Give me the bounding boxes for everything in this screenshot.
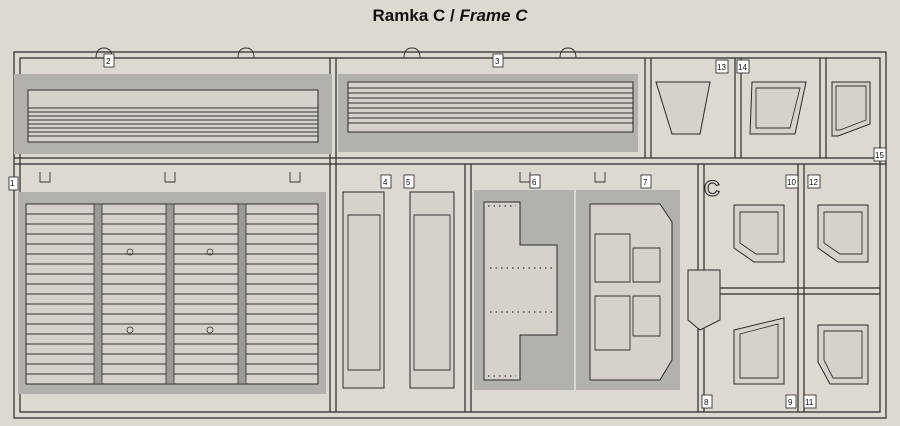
svg-text:9: 9 <box>788 398 793 407</box>
frame-title-english: Frame C <box>459 6 528 25</box>
part-15 <box>831 81 871 137</box>
svg-text:8: 8 <box>704 398 709 407</box>
part-3 <box>338 74 638 152</box>
part-9 <box>733 317 785 385</box>
sprue-gates <box>39 47 606 183</box>
label-15: 15 <box>873 147 887 162</box>
svg-text:6: 6 <box>532 178 537 187</box>
part-11 <box>817 324 869 385</box>
label-7: 7 <box>640 174 652 189</box>
svg-text:15: 15 <box>875 151 884 160</box>
part-10 <box>733 204 785 263</box>
label-6: 6 <box>529 174 541 189</box>
part-7 <box>576 190 680 390</box>
label-11: 11 <box>803 394 817 409</box>
part-6 <box>474 190 574 390</box>
frame-title-polish: Ramka C <box>372 6 446 25</box>
part-8 <box>687 269 721 331</box>
part-2 <box>14 74 332 154</box>
part-4 <box>342 191 385 389</box>
part-5 <box>409 191 455 389</box>
part-12 <box>817 204 869 263</box>
svg-text:7: 7 <box>643 178 648 187</box>
svg-text:12: 12 <box>809 178 818 187</box>
part-2-slats <box>28 107 318 137</box>
label-9: 9 <box>785 394 797 409</box>
part-6-rivets <box>488 205 552 377</box>
svg-text:14: 14 <box>738 63 747 72</box>
svg-text:5: 5 <box>406 178 411 187</box>
part-number-labels: 1 2 3 4 5 6 7 8 9 10 11 12 13 14 15 <box>8 53 887 409</box>
label-12: 12 <box>807 174 821 189</box>
label-5: 5 <box>403 174 415 189</box>
svg-text:1: 1 <box>10 179 15 188</box>
svg-text:11: 11 <box>805 398 814 407</box>
svg-text:10: 10 <box>787 178 796 187</box>
label-13: 13 <box>715 59 729 74</box>
label-4: 4 <box>380 174 392 189</box>
part-1-joists <box>93 203 247 385</box>
part-3-slats <box>348 87 633 124</box>
label-14: 14 <box>736 59 750 74</box>
svg-text:4: 4 <box>383 178 388 187</box>
part-14 <box>749 81 807 135</box>
svg-text:3: 3 <box>495 57 500 66</box>
svg-text:13: 13 <box>717 63 726 72</box>
label-10: 10 <box>785 174 799 189</box>
part-13 <box>655 81 711 135</box>
label-1: 1 <box>8 176 19 191</box>
sprue-letter: C <box>704 176 720 201</box>
label-3: 3 <box>492 53 504 68</box>
frame-title-separator: / <box>445 6 460 25</box>
part-1 <box>18 192 326 394</box>
label-2: 2 <box>103 53 115 68</box>
frame-title: Ramka C / Frame C <box>0 6 900 26</box>
svg-text:2: 2 <box>106 57 111 66</box>
label-8: 8 <box>701 394 713 409</box>
